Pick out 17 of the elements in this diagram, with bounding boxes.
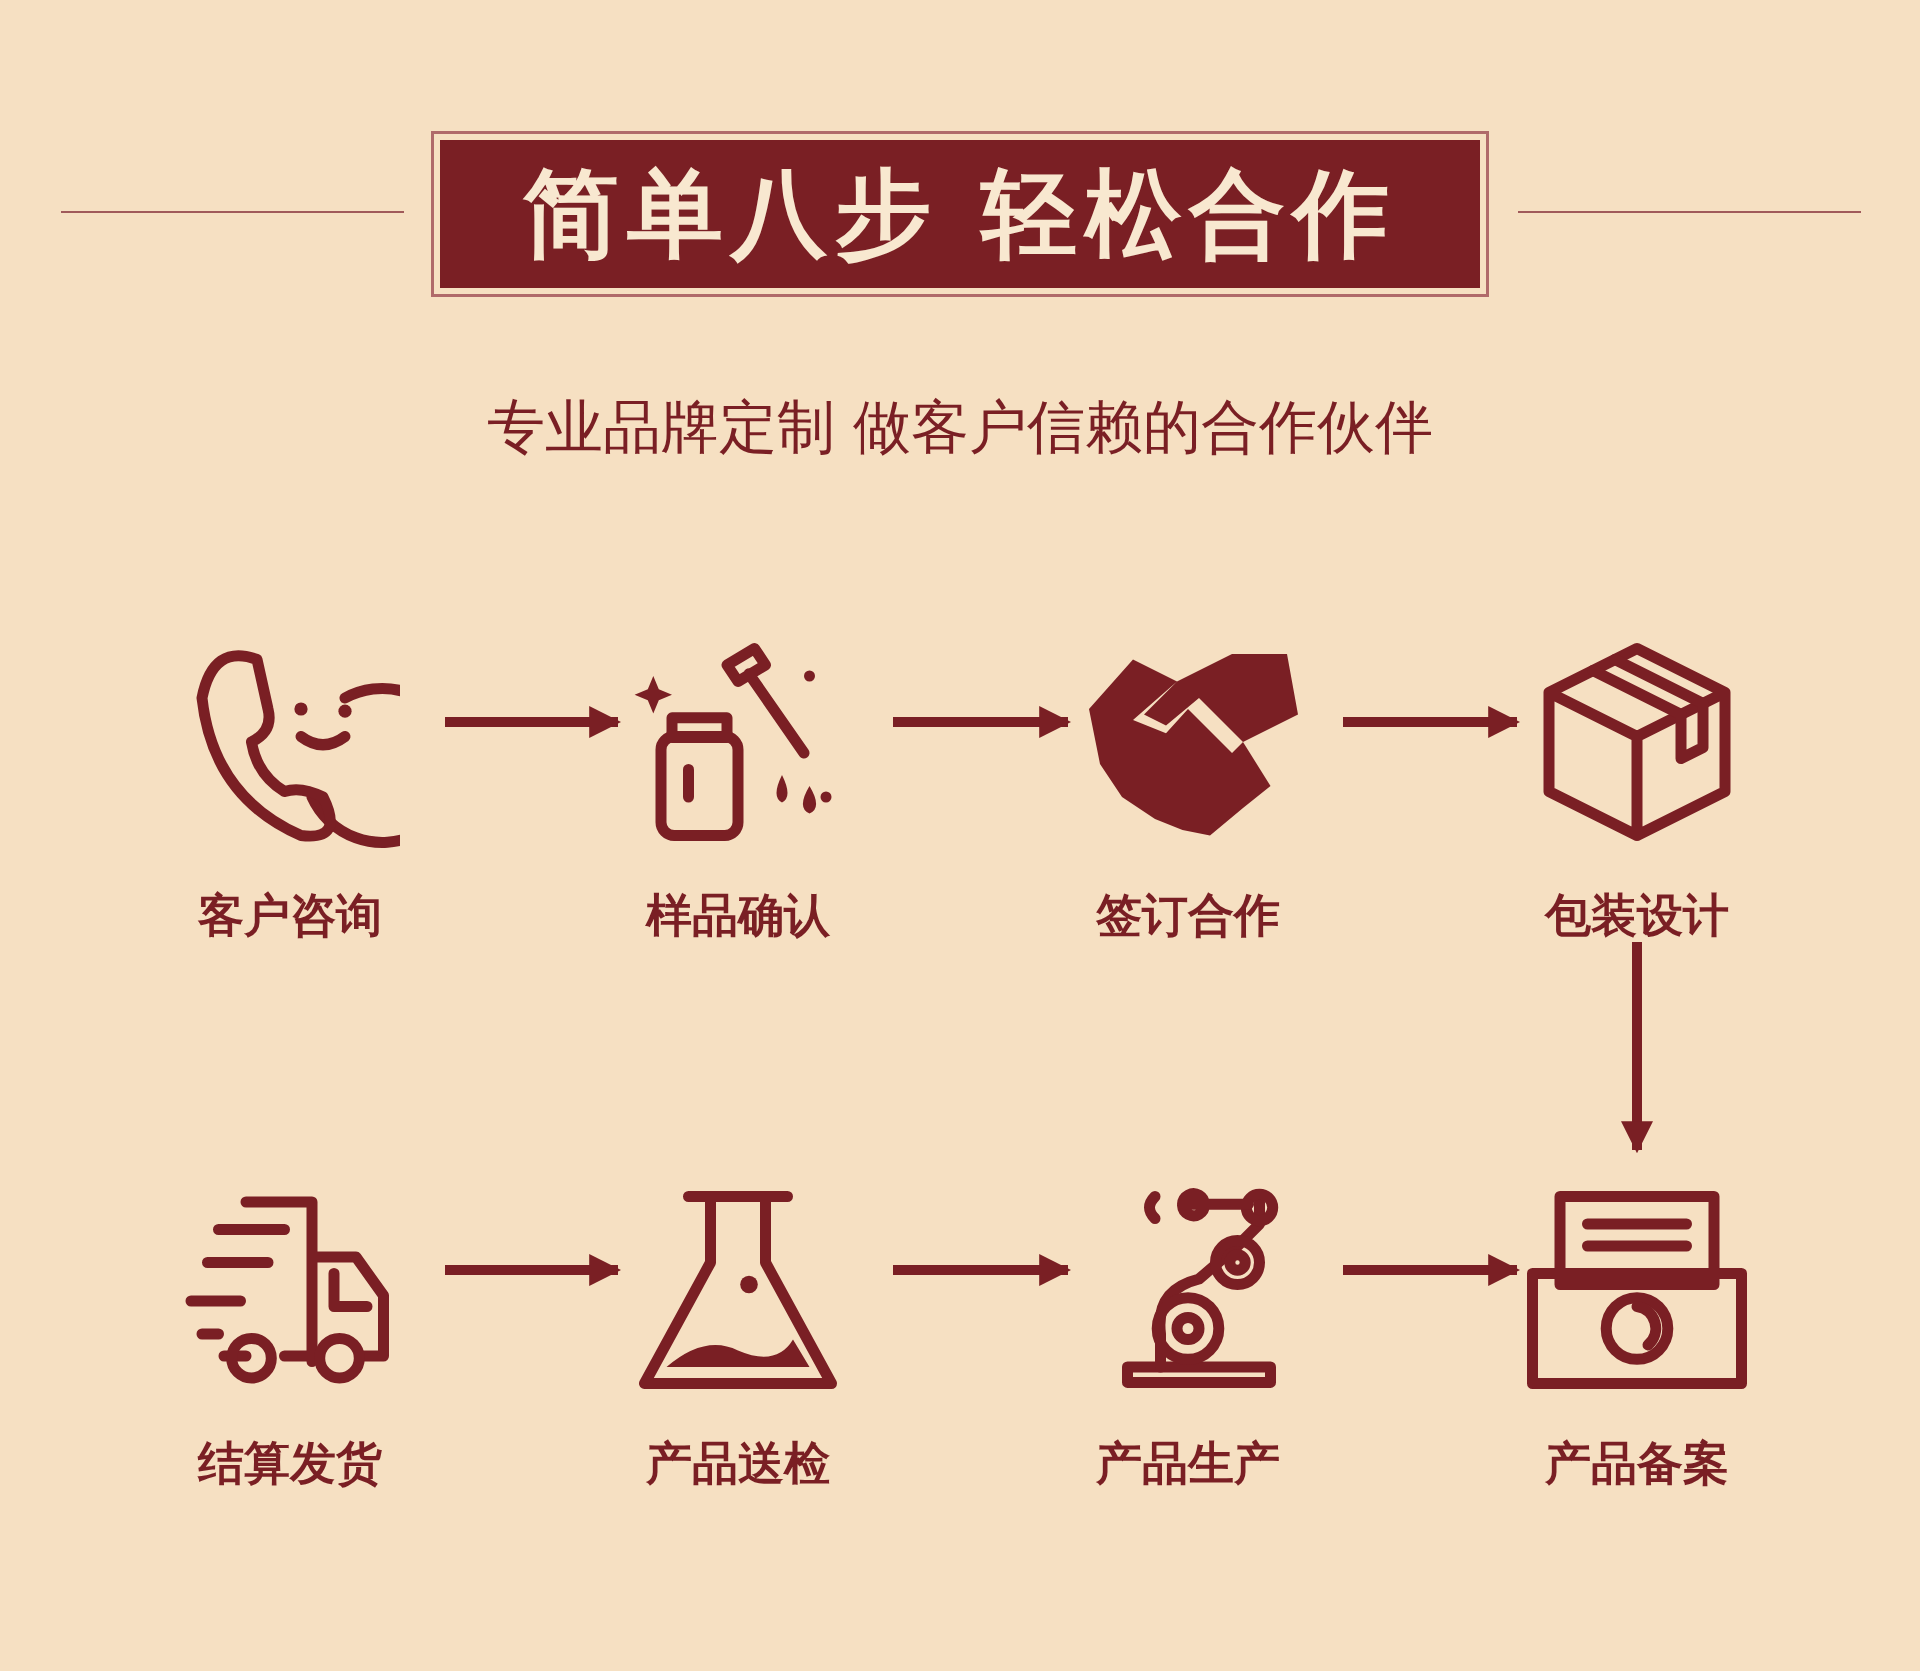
step-label: 产品备案 — [1544, 1435, 1730, 1491]
arrow — [893, 1254, 1072, 1286]
arrow — [445, 1254, 622, 1286]
arrow — [445, 706, 622, 738]
subtitle: 专业品牌定制 做客户信赖的合作伙伴 — [485, 392, 1435, 462]
step-label: 产品送检 — [645, 1435, 831, 1491]
arrow — [1343, 1254, 1521, 1286]
step-label: 包装设计 — [1543, 887, 1730, 943]
arrow — [1621, 942, 1653, 1154]
step-label: 结算发货 — [196, 1435, 383, 1491]
step-label: 客户咨询 — [197, 887, 383, 943]
title-banner: 简单八步 轻松合作 — [440, 140, 1480, 288]
arrow — [893, 706, 1072, 738]
step-label: 产品生产 — [1095, 1435, 1281, 1491]
arrow — [1343, 706, 1521, 738]
step-label: 签订合作 — [1095, 887, 1281, 943]
step-label: 样品确认 — [644, 887, 831, 943]
